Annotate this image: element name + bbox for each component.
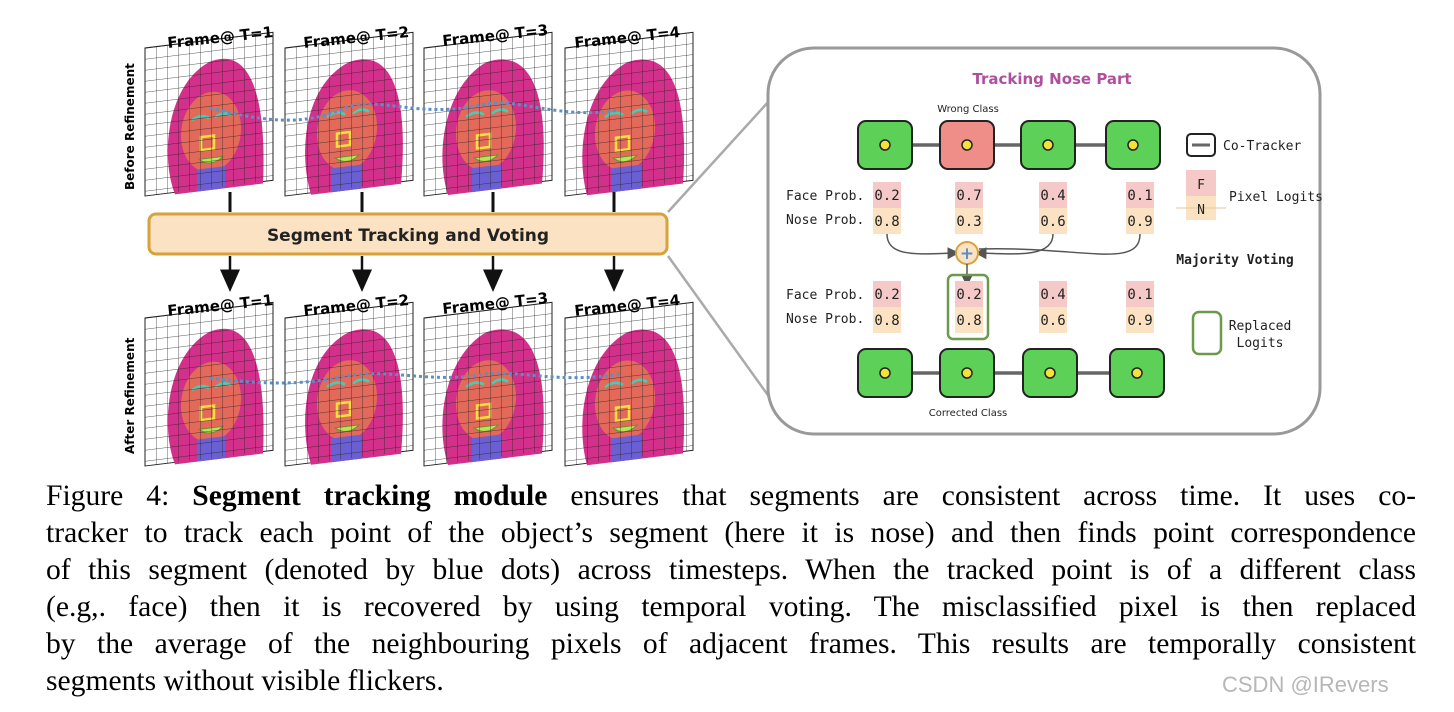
node-top-3 <box>1020 120 1076 170</box>
caption-line-4: (e.g,. face) then it is recovered by usi… <box>46 591 1416 623</box>
frame-bottom-4 <box>564 301 694 467</box>
caption-line-1: Figure 4: Segment tracking module ensure… <box>46 478 1416 515</box>
node-top-4 <box>1105 120 1161 170</box>
module-label: Segment Tracking and Voting <box>267 226 549 246</box>
caption-line-1-rest: ensures that segments are consistent acr… <box>547 480 1416 512</box>
node-top-2-wrong <box>939 120 995 170</box>
caption-line-3: of this segment (denoted by blue dots) a… <box>46 554 1416 586</box>
legend-pixel-logits: Pixel Logits <box>1229 190 1323 205</box>
nose-prob-label-bottom: Nose Prob. <box>786 312 864 327</box>
frame-top-3 <box>423 31 553 197</box>
nose-prob-label-top: Nose Prob. <box>786 213 864 228</box>
side-label-after: After Refinement <box>123 337 137 454</box>
frames-bottom-row <box>144 301 694 467</box>
face-prob-label-top: Face Prob. <box>786 189 864 204</box>
top-nose-1: 0.8 <box>874 214 899 230</box>
legend-f: F <box>1197 178 1205 193</box>
top-face-2: 0.7 <box>956 188 981 204</box>
caption-line-2: tracker to track each point of the objec… <box>46 517 1416 549</box>
legend: Co-Tracker F N Pixel Logits Majority Vot… <box>1176 133 1323 356</box>
node-bottom-3 <box>1022 348 1078 398</box>
figure-caption: Figure 4: Segment tracking module ensure… <box>46 478 1416 700</box>
voting-plus-symbol: + <box>960 244 974 264</box>
frame-bottom-2 <box>284 301 414 467</box>
legend-cotracker: Co-Tracker <box>1223 139 1301 154</box>
bottom-nose-2: 0.8 <box>956 313 981 329</box>
bottom-nose-3: 0.6 <box>1040 313 1065 329</box>
top-face-3: 0.4 <box>1040 188 1065 204</box>
frame-bottom-3 <box>423 301 553 467</box>
segment-tracking-module <box>147 212 669 256</box>
legend-n: N <box>1197 203 1205 218</box>
face-prob-label-bottom: Face Prob. <box>786 288 864 303</box>
wrong-class-label: Wrong Class <box>937 104 999 115</box>
figure-diagram: Frame@ T=1 Frame@ T=2 Frame@ T=3 Frame@ … <box>123 21 1323 467</box>
node-bottom-2-corrected <box>939 348 995 398</box>
replaced-logits-legend-icon <box>1191 310 1223 356</box>
caption-prefix: Figure 4: <box>46 480 193 512</box>
node-bottom-1 <box>857 348 913 398</box>
top-face-1: 0.2 <box>874 188 899 204</box>
side-label-before: Before Refinement <box>123 63 137 190</box>
caption-line-5: by the average of the neighbouring pixel… <box>46 628 1416 660</box>
legend-replaced-2: Logits <box>1237 336 1284 351</box>
frame-bottom-1 <box>144 301 274 467</box>
bottom-face-3: 0.4 <box>1040 287 1065 303</box>
bottom-nose-1: 0.8 <box>874 313 899 329</box>
top-nose-3: 0.6 <box>1040 214 1065 230</box>
tracking-dots-top <box>209 101 621 122</box>
frame-top-1 <box>144 31 274 197</box>
legend-replaced-1: Replaced <box>1229 319 1292 334</box>
top-nose-2: 0.3 <box>956 214 981 230</box>
tracking-dots-bottom <box>209 371 621 385</box>
bottom-face-1: 0.2 <box>874 287 899 303</box>
caption-line-6: segments without visible flickers. <box>46 665 444 697</box>
bottom-face-2: 0.2 <box>956 287 981 303</box>
top-nose-4: 0.9 <box>1127 214 1152 230</box>
frame-top-2 <box>284 31 414 197</box>
frame-top-4 <box>564 31 694 197</box>
top-face-4: 0.1 <box>1127 188 1152 204</box>
replaced-logits-box <box>946 273 990 341</box>
node-top-1 <box>857 120 913 170</box>
node-bottom-4 <box>1109 348 1165 398</box>
legend-majority-voting: Majority Voting <box>1176 253 1293 268</box>
bottom-nose-4: 0.9 <box>1127 313 1152 329</box>
corrected-class-label: Corrected Class <box>929 408 1008 419</box>
watermark: CSDN @IRevers <box>1222 672 1389 697</box>
bottom-face-4: 0.1 <box>1127 287 1152 303</box>
zoom-title: Tracking Nose Part <box>972 70 1131 88</box>
caption-bold-title: Segment tracking module <box>192 480 548 512</box>
frames-top-row <box>144 31 694 197</box>
